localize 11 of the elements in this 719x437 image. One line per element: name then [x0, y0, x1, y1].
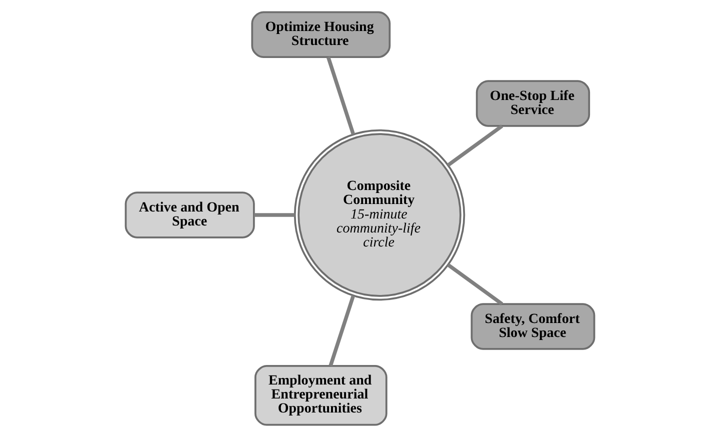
- connector: [446, 124, 503, 167]
- node-box: Active and Open Space: [124, 192, 254, 238]
- connector: [446, 263, 503, 306]
- connector: [326, 56, 355, 135]
- connector: [254, 213, 294, 217]
- node-circle: Composite Community 15-minute community-life circle: [293, 129, 465, 301]
- node-box: Employment and Entrepreneurial Opportunities: [254, 364, 387, 426]
- node-box: One-Stop Life Service: [475, 80, 590, 127]
- node-box: Optimize Housing Structure: [250, 11, 390, 58]
- connector: [328, 295, 355, 366]
- node-box: Safety, Comfort Slow Space: [470, 303, 595, 350]
